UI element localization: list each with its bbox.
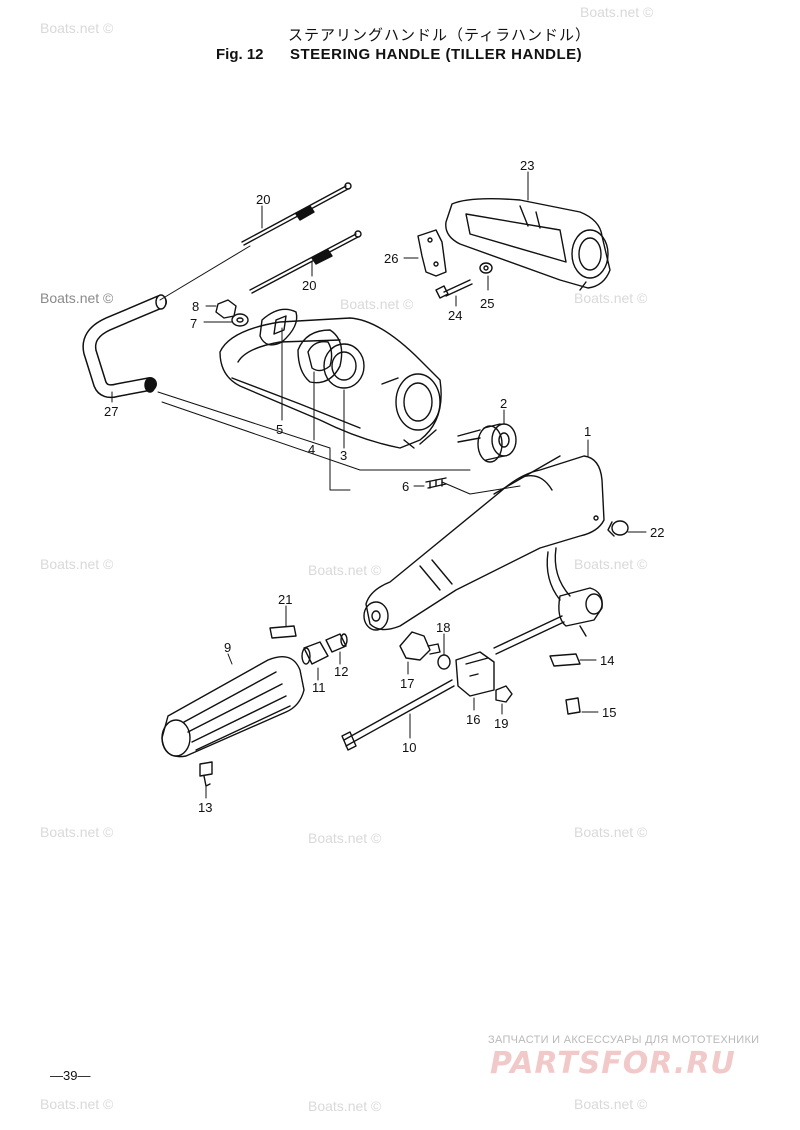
callout-4: 4: [308, 442, 316, 457]
part-26-bracket: [417, 229, 447, 277]
callout-20-lower: 20: [302, 278, 317, 293]
part-25-washer: [479, 262, 493, 274]
callout-13: 13: [198, 800, 213, 815]
callout-18: 18: [436, 620, 451, 635]
watermark: Boats.net ©: [574, 1096, 648, 1112]
part-9-grip: [161, 656, 305, 758]
watermark: Boats.net ©: [580, 4, 654, 20]
guide-lines: [157, 245, 521, 495]
watermark: Boats.net ©: [40, 20, 114, 36]
part-12-pin: [325, 633, 348, 653]
callout-10: 10: [402, 740, 417, 755]
callout-11: 11: [312, 680, 326, 695]
callout-17: 17: [400, 676, 415, 691]
callout-20-upper: 20: [256, 192, 271, 207]
callout-1: 1: [584, 424, 592, 439]
part-7-washer: [231, 313, 249, 327]
part-6-stud: [425, 477, 447, 489]
callout-5: 5: [276, 422, 284, 437]
callout-23: 23: [520, 158, 535, 173]
part-2-grommet: [457, 423, 517, 463]
ad-tagline: ЗАПЧАСТИ И АКСЕССУАРЫ ДЛЯ МОТОТЕХНИКИ: [488, 1034, 760, 1046]
part-24-bolt: [435, 279, 473, 299]
watermark: Boats.net ©: [308, 1098, 382, 1114]
callout-24: 24: [448, 308, 463, 323]
part-5-plate: [259, 308, 298, 346]
watermark: Boats.net ©: [40, 556, 114, 572]
callout-25: 25: [480, 296, 495, 311]
part-15-screw: [565, 697, 581, 715]
callout-8: 8: [192, 299, 200, 314]
callout-26: 26: [384, 251, 399, 266]
watermark: Boats.net ©: [340, 296, 414, 312]
watermark: Boats.net ©: [40, 824, 114, 840]
callout-9: 9: [224, 640, 232, 655]
callout-22: 22: [650, 525, 665, 540]
page-number: —39—: [50, 1068, 91, 1083]
part-1-tiller-arm: [363, 455, 605, 631]
callout-2: 2: [500, 396, 508, 411]
part-14-switch: [493, 587, 603, 667]
leader-lines: [111, 171, 647, 799]
part-8-nut: [215, 299, 237, 319]
part-27-tube: [82, 294, 167, 399]
callout-21: 21: [278, 592, 293, 607]
part-4-seal: [297, 329, 343, 384]
ad-logo: PARTSFOR.RU: [490, 1046, 736, 1081]
upper-housing: [219, 317, 442, 449]
part-13-screw: [199, 761, 213, 787]
callout-16: 16: [466, 712, 481, 727]
title-japanese: ステアリングハンドル（ティラハンドル）: [288, 26, 591, 44]
part-16-block: [455, 651, 495, 697]
part-10-rod: [341, 679, 455, 751]
figure-title: STEERING HANDLE (TILLER HANDLE): [290, 46, 583, 63]
part-17-knob: [399, 631, 441, 661]
watermark: Boats.net ©: [40, 290, 114, 306]
callout-14: 14: [600, 653, 615, 668]
callout-3: 3: [340, 448, 348, 463]
part-18-washer: [437, 654, 451, 670]
callout-6: 6: [402, 479, 410, 494]
callout-12: 12: [334, 664, 349, 679]
part-11-sleeve: [301, 641, 329, 665]
watermark: Boats.net ©: [40, 1096, 114, 1112]
part-19-nut: [495, 685, 513, 703]
callout-7: 7: [190, 316, 198, 331]
watermark: Boats.net ©: [574, 290, 648, 306]
watermark: Boats.net ©: [574, 556, 648, 572]
part-3-ring: [323, 343, 365, 389]
callout-15: 15: [602, 705, 617, 720]
callout-19: 19: [494, 716, 509, 731]
watermark: Boats.net ©: [574, 824, 648, 840]
part-23-housing: [445, 197, 611, 291]
part-22-plug: [607, 520, 629, 537]
watermark: Boats.net ©: [308, 562, 382, 578]
figure-number: Fig. 12: [216, 46, 264, 63]
watermark: Boats.net ©: [308, 830, 382, 846]
callout-27: 27: [104, 404, 119, 419]
part-21-plate: [269, 625, 297, 639]
part-20-cables: [241, 182, 362, 294]
